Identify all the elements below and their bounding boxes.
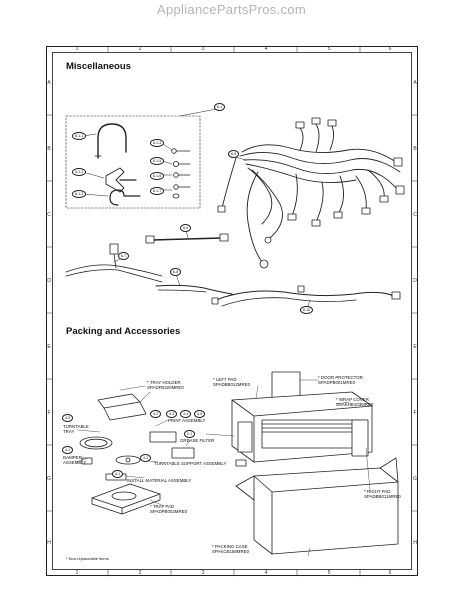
section-title-packing: Packing and Accessories (66, 326, 181, 337)
grid-row-right-c: C (413, 212, 417, 218)
door-protector-code: SPADPB001MRE0 (318, 379, 356, 385)
grid-row-right-g: G (413, 476, 417, 482)
grid-col-bottom-2: 2 (138, 570, 142, 576)
wrap-cover-code: SSAKHB103MRE0 (336, 401, 374, 407)
grid-col-bottom-4: 4 (264, 570, 268, 576)
grid-col-top-3: 3 (201, 46, 205, 52)
callout-6-8: 6-8 (170, 268, 182, 276)
callout-6-6: 6-6 (180, 224, 192, 232)
non-replaceable-mark: * (150, 504, 152, 509)
packing-case-code: SPAKCB158MRE0 (212, 548, 250, 554)
wrap-cover-name: WRAP COVER (338, 397, 369, 402)
grid-col-top-1: 1 (75, 46, 79, 52)
grid-row-left-f: F (47, 410, 51, 416)
grid-row-left-h: H (47, 540, 51, 546)
grid-row-right-a: A (413, 80, 417, 86)
section-title-miscellaneous: Miscellaneous (66, 61, 131, 72)
tray-pad-code: SPADPB002MRE0 (150, 508, 188, 514)
non-replaceable-mark: * (318, 375, 320, 380)
grid-col-bottom-3: 3 (201, 570, 205, 576)
non-replaceable-mark: * (147, 380, 149, 385)
left-pad-name: LEFT PAD (215, 377, 237, 382)
callout-6-5: 6-5 (228, 150, 240, 158)
callout-6-1-7: 6-1-7 (150, 187, 165, 195)
drawing-outer-frame (46, 46, 418, 576)
callout-4-5-second: 4-5 (194, 410, 206, 418)
callout-4-4: 4-4 (180, 410, 192, 418)
label-right-pad: * RIGHT PAD SPADBB011MRE0 (364, 489, 401, 500)
callout-6-1-2: 6-1-2 (72, 168, 87, 176)
grid-row-left-g: G (47, 476, 51, 482)
right-pad-code: SPADBB011MRE0 (364, 493, 401, 499)
callout-6-1: 6-1 (214, 103, 226, 111)
grid-row-left-a: A (47, 80, 51, 86)
grid-col-bottom-6: 6 (388, 570, 392, 576)
label-install-material: INSTALL MATERIAL ASSEMBLY (127, 478, 192, 483)
grid-row-right-b: B (413, 146, 417, 152)
callout-4-1-second: 4-1 (112, 470, 124, 478)
callout-4-2: 4-2 (150, 410, 162, 418)
non-replaceable-mark: * (364, 489, 366, 494)
right-pad-name: RIGHT PAD (366, 489, 391, 494)
callout-6-10: 6-10 (300, 306, 314, 314)
door-protector-name: DOOR PROTECTOR (320, 375, 363, 380)
grid-row-right-h: H (413, 540, 417, 546)
packing-case-name: PACKING CASE (214, 544, 248, 549)
grid-col-top-6: 6 (388, 46, 392, 52)
grid-col-bottom-5: 5 (327, 570, 331, 576)
watermark: AppliancePartsPros.com (157, 2, 306, 17)
label-print-assembly: PRINT ASSEMBLY (168, 418, 206, 423)
callout-6-1-3: 6-1-3 (72, 190, 87, 198)
left-pad-code: SPADBB012MRE0 (213, 381, 251, 387)
grid-row-left-b: B (47, 146, 51, 152)
label-door-protector: * DOOR PROTECTOR SPADPB001MRE0 (318, 375, 363, 386)
label-grease-filter: GREASE FILTER (180, 438, 215, 443)
label-wrap-cover: * WRAP COVER SSAKHB103MRE0 (336, 397, 374, 408)
callout-6-1-5: 6-1-5 (150, 157, 165, 165)
callout-2-1: 2-1 (184, 430, 196, 438)
callout-4-5: 4-5 (62, 414, 74, 422)
grid-col-top-2: 2 (138, 46, 142, 52)
non-replaceable-mark: * (213, 377, 215, 382)
footnote-non-replaceable: * Non-replaceable items (66, 556, 109, 561)
grid-row-right-e: E (413, 344, 417, 350)
label-tray-pad: * TRAY PAD SPADPB002MRE0 (150, 504, 188, 515)
tray-pad-name: TRAY PAD (152, 504, 175, 509)
label-left-pad: * LEFT PAD SPADBB012MRE0 (213, 377, 251, 388)
callout-6-1-4: 6-1-4 (150, 139, 165, 147)
grid-row-right-d: D (413, 278, 417, 284)
tray-holder-name: TRAY HOLDER (149, 380, 181, 385)
drawing-inner-frame (52, 52, 412, 570)
callout-6-1-1: 6-1-1 (72, 132, 87, 140)
callout-4-2-second: 4-2 (140, 454, 152, 462)
callout-4-1: 4-1 (62, 446, 74, 454)
label-tray-holder: * TRAY HOLDER SPADFB320MRE0 (147, 380, 184, 391)
label-turntable-tray: TURNTABLE TRAY (63, 424, 89, 434)
non-replaceable-mark: * (336, 397, 338, 402)
callout-6-7: 6-7 (118, 252, 130, 260)
grid-row-left-d: D (47, 278, 51, 284)
non-replaceable-mark: * (212, 544, 214, 549)
callout-4-3: 4-3 (166, 410, 178, 418)
label-turntable-support: TURNTABLE SUPPORT ASSEMBLY (154, 461, 227, 466)
label-packing-case: * PACKING CASE SPAKCB158MRE0 (212, 544, 250, 555)
grid-col-top-4: 4 (264, 46, 268, 52)
grid-row-right-f: F (413, 410, 417, 416)
grid-row-left-c: C (47, 212, 51, 218)
grid-col-top-5: 5 (327, 46, 331, 52)
label-damper-assembly: DAMPER ASSEMBLY (63, 455, 87, 465)
tray-holder-code: SPADFB320MRE0 (147, 384, 184, 390)
grid-col-bottom-1: 1 (75, 570, 79, 576)
grid-row-left-e: E (47, 344, 51, 350)
callout-6-1-6: 6-1-6 (150, 172, 165, 180)
